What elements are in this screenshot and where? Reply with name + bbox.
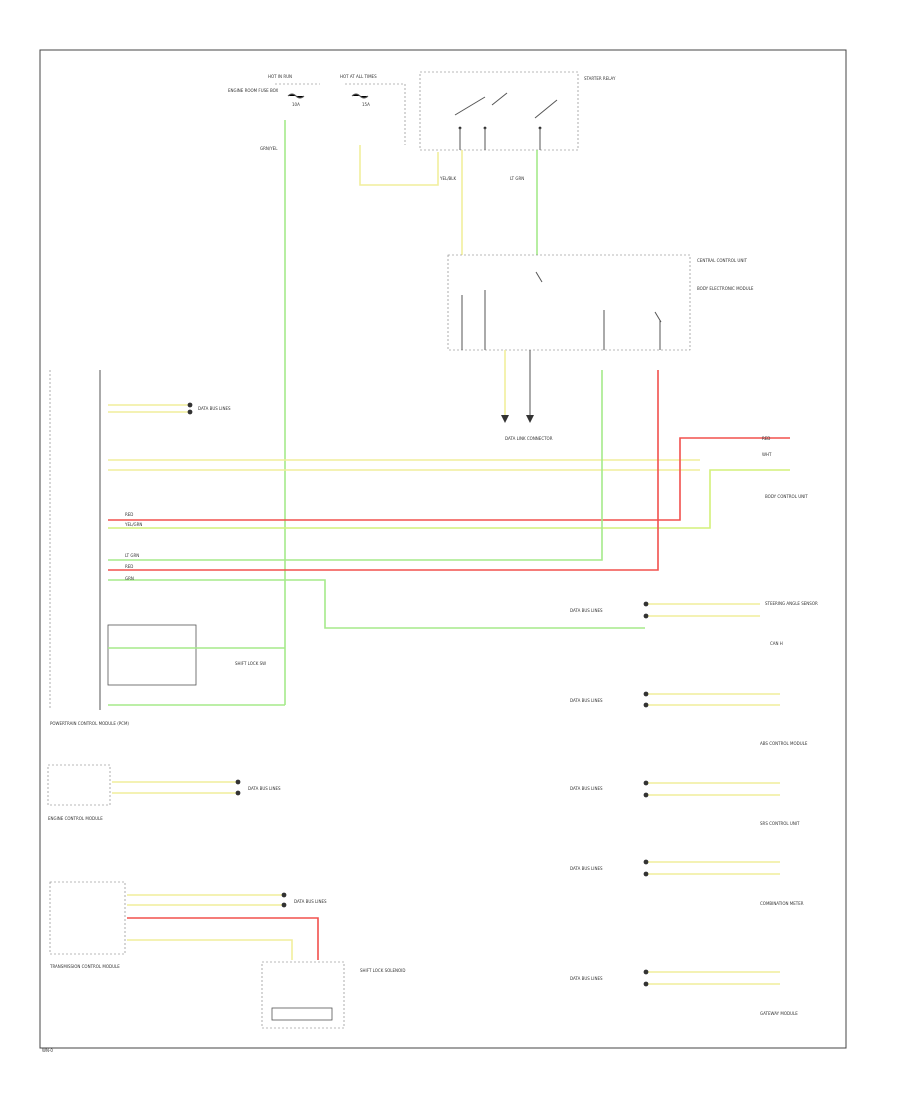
gateway-bus-label: DATA BUS LINES <box>570 976 603 981</box>
gateway-label: GATEWAY MODULE <box>760 1011 798 1016</box>
diagram-frame <box>39 49 847 1049</box>
relay-box: STARTER RELAY <box>419 71 616 151</box>
shift-lock-label: SHIFT LOCK SOLENOID <box>360 968 405 973</box>
ecm: DATA BUS LINES ENGINE CONTROL MODULE <box>47 764 281 821</box>
wire-label-red-1: RED <box>125 512 133 517</box>
abs-label: ABS CONTROL MODULE <box>760 741 808 746</box>
central-control-unit: CENTRAL CONTROL UNIT BODY ELECTRONIC MOD… <box>447 254 754 351</box>
data-link-connector: DATA LINK CONNECTOR <box>501 350 553 441</box>
steering-label: STEERING ANGLE SENSOR <box>765 601 818 606</box>
module-steering: DATA BUS LINES STEERING ANGLE SENSOR CAN… <box>570 601 818 646</box>
pcm-bus-label: DATA BUS LINES <box>198 406 231 411</box>
tcm-label: TRANSMISSION CONTROL MODULE <box>49 964 120 969</box>
ecm-label: ENGINE CONTROL MODULE <box>48 816 103 821</box>
meter-label: COMBINATION METER <box>760 901 804 906</box>
srs-label: SRS CONTROL UNIT <box>760 821 800 826</box>
wire-label-red-2: RED <box>125 564 133 569</box>
module-gateway: DATA BUS LINES GATEWAY MODULE <box>570 969 798 1016</box>
steering-bus-label: DATA BUS LINES <box>570 608 603 613</box>
ecm-bus-label: DATA BUS LINES <box>248 786 281 791</box>
wire-label-grn-1: GRN <box>125 576 134 581</box>
fuse-10a-label: 10A <box>292 102 300 107</box>
fuse-15a-label: 15A <box>362 102 370 107</box>
fuse-hot-run-label: HOT IN RUN <box>268 74 292 79</box>
footer-code: WN-0 <box>42 1048 53 1053</box>
module-abs: DATA BUS LINES ABS CONTROL MODULE <box>570 691 808 746</box>
right-connector: BODY CONTROL UNIT RED WHT <box>762 436 808 499</box>
wire-label-yel-top: YEL/BLK <box>439 176 457 181</box>
engine-fuse-box-label: ENGINE ROOM FUSE BOX <box>228 88 279 93</box>
tcm-bus-label: DATA BUS LINES <box>294 899 327 904</box>
module-meter: DATA BUS LINES COMBINATION METER <box>570 859 804 906</box>
pcm-label: POWERTRAIN CONTROL MODULE (PCM) <box>50 721 129 726</box>
red-label-right: RED <box>762 436 770 441</box>
relay-box-label: STARTER RELAY <box>584 76 616 81</box>
wire-label-ltgrn-top: LT GRN <box>510 176 524 181</box>
right-connector-label: BODY CONTROL UNIT <box>765 494 808 499</box>
engine-fuse-box: HOT IN RUN HOT AT ALL TIMES ENGINE ROOM … <box>228 74 406 145</box>
shift-lock-solenoid: SHIFT LOCK SOLENOID <box>261 961 405 1029</box>
pcm: POWERTRAIN CONTROL MODULE (PCM) <box>49 370 129 726</box>
wire-label-ltgrn-1: LT GRN <box>125 553 139 558</box>
ccu-label: CENTRAL CONTROL UNIT <box>697 258 748 263</box>
wire-label-grn-yel-top: GRN/YEL <box>260 146 278 151</box>
wht-label-right: WHT <box>762 452 772 457</box>
data-link-label: DATA LINK CONNECTOR <box>505 436 553 441</box>
steering-can-label: CAN H <box>770 641 783 646</box>
srs-bus-label: DATA BUS LINES <box>570 786 603 791</box>
shift-lock-sw-label: SHIFT LOCK SW <box>235 661 266 666</box>
fuse-hot-all-label: HOT AT ALL TIMES <box>340 74 377 79</box>
wire-label-yelgrn-1: YEL/GRN <box>124 522 142 527</box>
abs-bus-label: DATA BUS LINES <box>570 698 603 703</box>
meter-bus-label: DATA BUS LINES <box>570 866 603 871</box>
tcm: DATA BUS LINES TRANSMISSION CONTROL MODU… <box>49 881 327 969</box>
ccu-sub-label: BODY ELECTRONIC MODULE <box>697 286 754 291</box>
module-srs: DATA BUS LINES SRS CONTROL UNIT <box>570 780 800 826</box>
